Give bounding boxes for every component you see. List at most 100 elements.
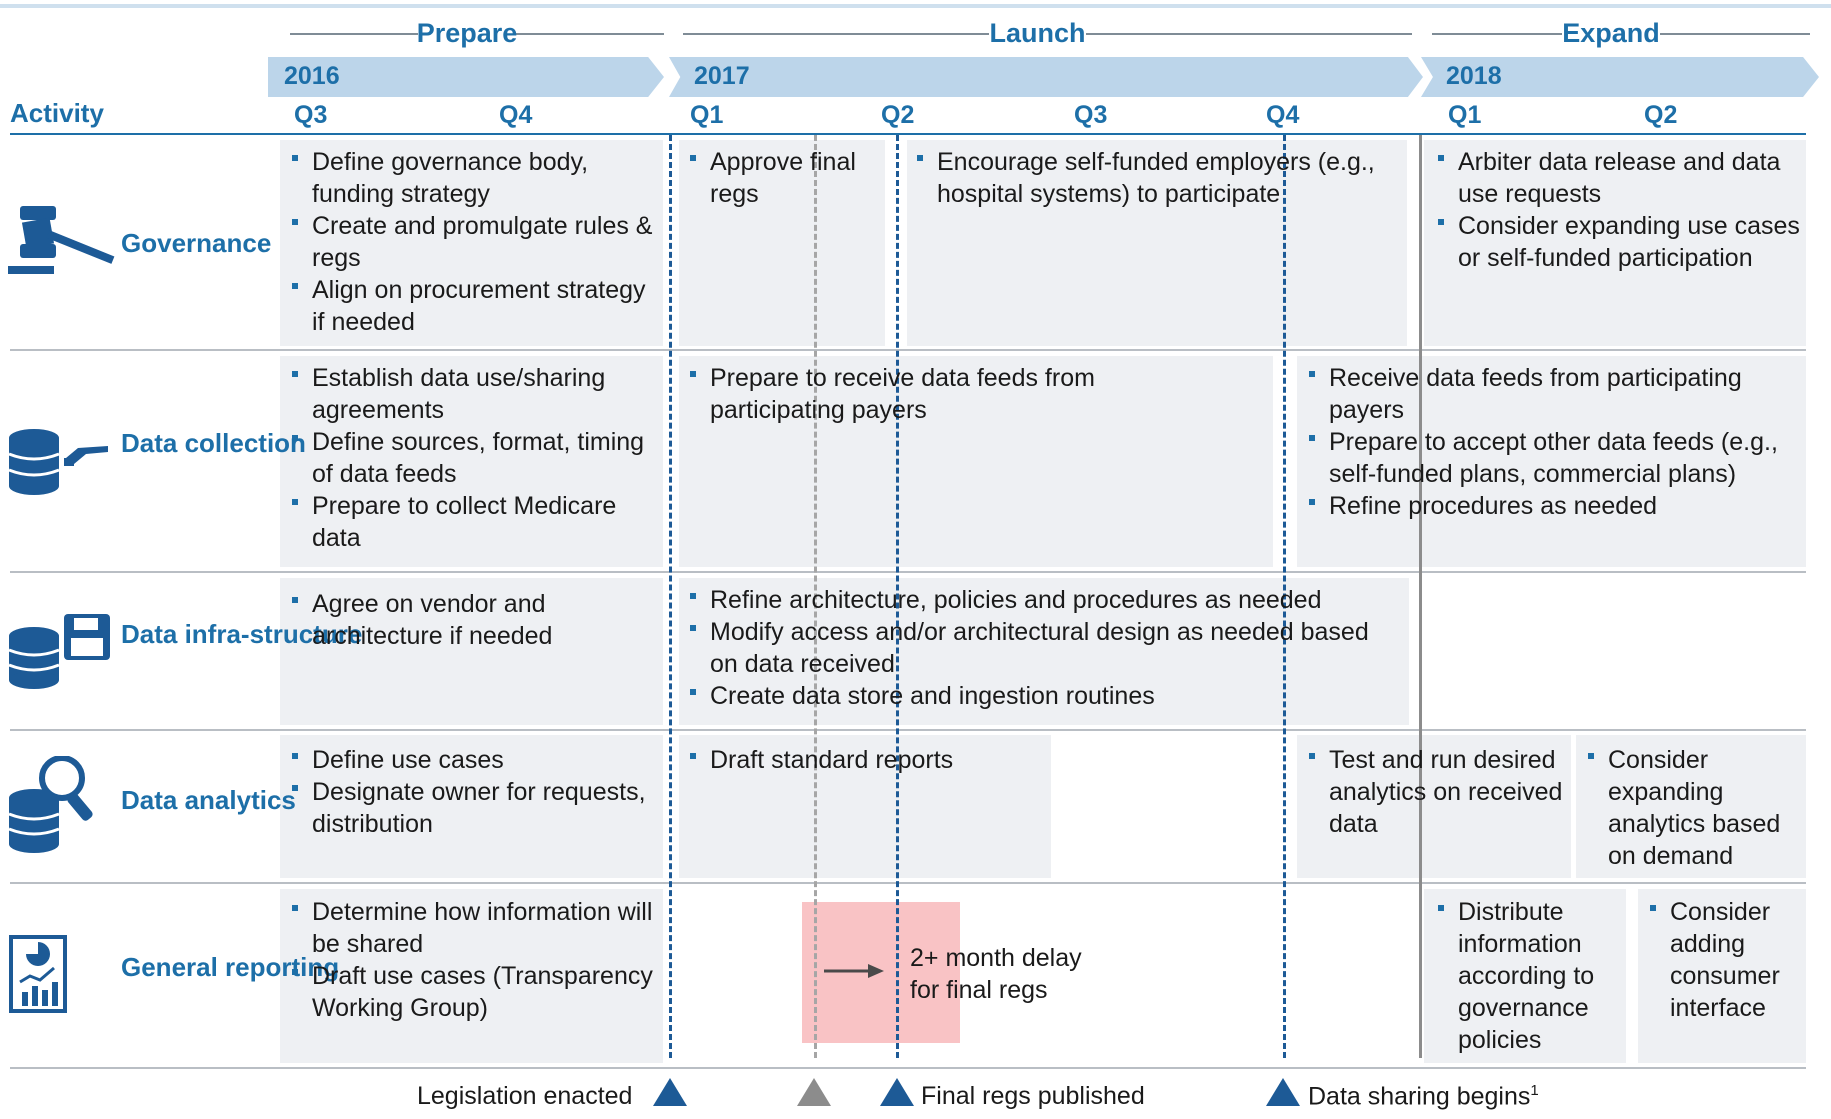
list-item: Modify access and/or architectural desig… — [680, 616, 1380, 680]
arrow-right-icon — [824, 962, 884, 980]
list-item: Designate owner for requests, distributi… — [282, 776, 662, 840]
year-bar-2016 — [268, 57, 664, 97]
quarter-label: Q3 — [294, 101, 328, 129]
year-bar-2017 — [669, 57, 1423, 97]
triangle-marker-icon — [797, 1078, 831, 1106]
legend-data-sharing-begins: Data sharing begins1 — [1308, 1082, 1539, 1111]
year-2016: 2016 — [284, 62, 340, 90]
row-divider — [10, 882, 1806, 884]
list-item: Prepare to accept other data feeds (e.g.… — [1299, 426, 1806, 490]
list-item: Establish data use/sharing agreements — [282, 362, 662, 426]
analytics-expand-q1-bullets: Test and run desired analytics on receiv… — [1299, 744, 1571, 840]
list-item: Prepare to receive data feeds from parti… — [680, 362, 1180, 426]
list-item: Receive data feeds from participating pa… — [1299, 362, 1806, 426]
list-item: Define use cases — [282, 744, 662, 776]
quarter-label: Q1 — [690, 101, 724, 129]
row-label-general-reporting: General reporting — [121, 952, 340, 982]
cell-bg — [280, 356, 663, 567]
analytics-launch-bullets: Draft standard reports — [680, 744, 1050, 776]
list-item: Align on procurement strategy if needed — [282, 274, 662, 338]
cell-bg — [1424, 889, 1626, 1063]
list-item: Draft standard reports — [680, 744, 1050, 776]
cell-bg — [679, 578, 1409, 725]
infrastructure-prepare-bullets: Agree on vendor and architecture if need… — [282, 588, 662, 652]
database-magnifier-icon — [8, 755, 104, 856]
phase-prepare: Prepare — [416, 18, 518, 48]
quarter-label: Q4 — [1266, 101, 1300, 129]
phase-launch: Launch — [989, 18, 1086, 48]
year-2018: 2018 — [1446, 62, 1502, 90]
cell-bg — [280, 889, 663, 1063]
list-item: Define sources, format, timing of data f… — [282, 426, 662, 490]
list-item: Encourage self-funded employers (e.g., h… — [907, 146, 1407, 210]
phase-line — [290, 33, 418, 35]
reporting-expand-q2-bullets: Consider adding consumer interface — [1640, 896, 1806, 1024]
cell-bg — [1638, 889, 1806, 1063]
database-floppy-icon — [8, 612, 112, 692]
list-item: Define governance body, funding strategy — [282, 146, 662, 210]
phase-line — [1086, 33, 1412, 35]
list-item: Create data store and ingestion routines — [680, 680, 1380, 712]
row-divider — [10, 729, 1806, 731]
reporting-prepare-bullets: Determine how information will be shared… — [282, 896, 662, 1024]
row-divider — [10, 349, 1806, 351]
report-chart-icon — [8, 934, 68, 1014]
list-item: Distribute information according to gove… — [1428, 896, 1626, 1056]
milestone-line-data-sharing — [1283, 135, 1286, 1058]
cell-bg — [679, 356, 1273, 567]
triangle-marker-icon — [1266, 1078, 1300, 1106]
list-item: Agree on vendor and architecture if need… — [282, 588, 662, 652]
list-item: Consider expanding use cases or self-fun… — [1428, 210, 1808, 274]
cell-bg — [280, 735, 663, 878]
year-2018-divider — [1419, 135, 1422, 1058]
list-item: Draft use cases (Transparency Working Gr… — [282, 960, 662, 1024]
governance-expand-bullets: Arbiter data release and data use reques… — [1428, 146, 1808, 274]
milestone-line-final-regs — [896, 135, 899, 1058]
row-label-data-collection: Data collection — [121, 428, 306, 458]
row-label-text: Data infra-structure — [121, 619, 363, 649]
legend-label: Data sharing begins — [1308, 1082, 1531, 1111]
list-item: Consider adding consumer interface — [1640, 896, 1806, 1024]
gavel-icon — [8, 200, 116, 280]
list-item: Consider expanding analytics based on de… — [1578, 744, 1804, 872]
reporting-expand-q1-bullets: Distribute information according to gove… — [1428, 896, 1626, 1056]
triangle-marker-icon — [653, 1078, 687, 1106]
list-item: Refine architecture, policies and proced… — [680, 584, 1380, 616]
legend-final-regs-published: Final regs published — [921, 1082, 1145, 1110]
quarter-label: Q3 — [1074, 101, 1108, 129]
top-rule — [0, 4, 1831, 8]
governance-launch-bullets: Encourage self-funded employers (e.g., h… — [907, 146, 1407, 210]
header-rule — [10, 133, 1806, 135]
cell-bg — [1297, 735, 1571, 878]
phase-line — [516, 33, 664, 35]
quarter-label: Q1 — [1448, 101, 1482, 129]
quarter-label: Q2 — [1644, 101, 1678, 129]
cell-bg — [679, 735, 1051, 878]
triangle-marker-icon — [880, 1078, 914, 1106]
analytics-prepare-bullets: Define use cases Designate owner for req… — [282, 744, 662, 840]
year-2017: 2017 — [694, 62, 750, 90]
list-item: Approve final regs — [680, 146, 885, 210]
collection-launch-bullets: Prepare to receive data feeds from parti… — [680, 362, 1180, 426]
phase-line — [683, 33, 989, 35]
list-item: Test and run desired analytics on receiv… — [1299, 744, 1571, 840]
cell-bg — [1424, 140, 1806, 346]
list-item: Arbiter data release and data use reques… — [1428, 146, 1808, 210]
list-item: Refine procedures as needed — [1299, 490, 1806, 522]
cell-bg — [1297, 356, 1806, 567]
list-item: Prepare to collect Medicare data — [282, 490, 662, 554]
collection-prepare-bullets: Establish data use/sharing agreements De… — [282, 362, 662, 554]
row-label-data-infrastructure: Data infra-structure — [121, 618, 362, 650]
row-divider — [10, 1067, 1806, 1069]
governance-prepare-bullets: Define governance body, funding strategy… — [282, 146, 662, 338]
phase-line — [1432, 33, 1562, 35]
cell-bg — [1576, 735, 1806, 878]
analytics-expand-q2-bullets: Consider expanding analytics based on de… — [1578, 744, 1804, 872]
database-hand-icon — [8, 428, 116, 496]
list-item: Determine how information will be shared — [282, 896, 662, 960]
phase-expand: Expand — [1562, 18, 1660, 48]
phase-line — [1660, 33, 1810, 35]
footnote-marker: 1 — [1530, 1082, 1539, 1099]
cell-bg — [679, 140, 885, 346]
collection-expand-bullets: Receive data feeds from participating pa… — [1299, 362, 1806, 522]
